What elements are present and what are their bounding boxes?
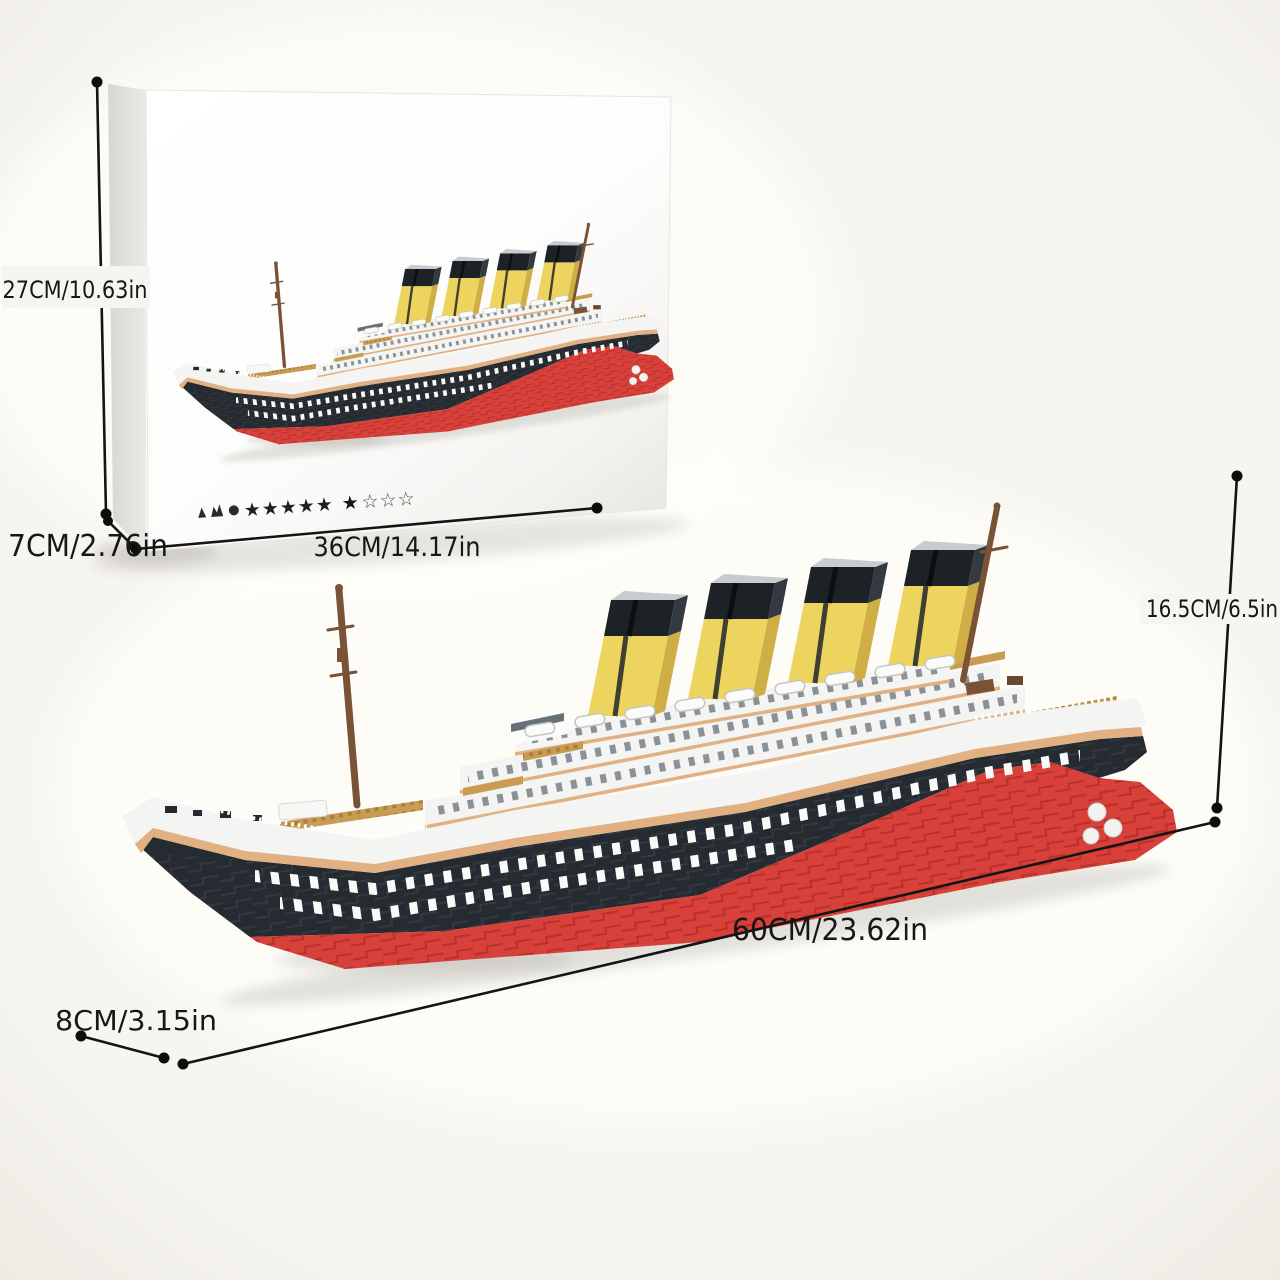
model-height-label: 16.5CM/6.5in bbox=[1146, 595, 1278, 623]
box-width-label: 36CM/14.17in bbox=[314, 532, 481, 563]
star-half: ★ bbox=[341, 492, 360, 515]
dimension-endpoint-dot bbox=[1211, 802, 1223, 814]
dimension-endpoint-dot bbox=[1231, 470, 1243, 482]
box-side-face bbox=[108, 84, 146, 553]
box-depth-label: 7CM/2.76in bbox=[8, 529, 168, 564]
model-length-label: 60CM/23.62in bbox=[732, 913, 928, 948]
dimension-endpoint-dot bbox=[91, 76, 103, 88]
dimension-endpoint-dot bbox=[158, 1052, 170, 1064]
stars-empty: ☆☆☆ bbox=[361, 488, 417, 514]
dimension-endpoint-dot bbox=[103, 516, 113, 526]
dimension-endpoint-dot bbox=[177, 1058, 189, 1070]
dimension-endpoint-dot bbox=[1209, 816, 1221, 828]
model-depth-label: 8CM/3.15in bbox=[55, 1004, 217, 1037]
box-height-label: 27CM/10.63in bbox=[3, 276, 148, 304]
dimension-endpoint-dot bbox=[591, 502, 603, 514]
